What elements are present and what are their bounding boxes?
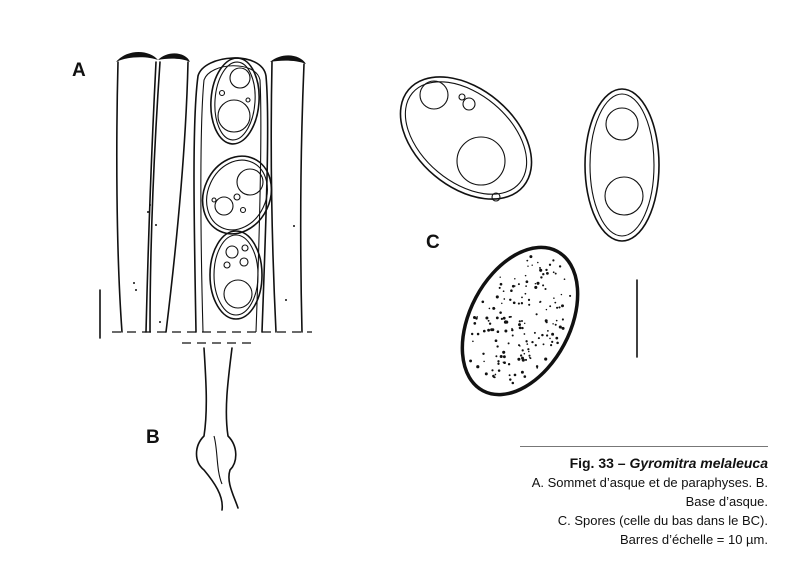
paraphysis-right — [270, 55, 306, 333]
figure-caption: Fig. 33 – Gyromitra melaleuca A. Sommet … — [520, 446, 768, 549]
spore-c-right — [584, 88, 660, 242]
caption-title: Fig. 33 – Gyromitra melaleuca — [520, 453, 768, 473]
spore-c-bottom — [460, 245, 580, 397]
caption-line-3: Barres d’échelle = 10 µm. — [619, 532, 768, 547]
spore-in-ascus-3 — [209, 230, 263, 320]
ascus-base — [182, 342, 252, 511]
caption-line-1: A. Sommet d’asque et de paraphyses. B. B… — [531, 475, 768, 509]
spore-in-ascus-1 — [210, 57, 260, 145]
spore-in-ascus-2 — [201, 155, 273, 235]
spore-c-left — [399, 76, 533, 202]
species-name: Gyromitra melaleuca — [629, 455, 768, 471]
paraphysis-left — [116, 52, 158, 333]
paraphysis-center-left — [149, 53, 190, 333]
caption-line-2: C. Spores (celle du bas dans le BC). — [557, 513, 768, 528]
panel-label-c: C — [426, 232, 440, 253]
figure-number: Fig. 33 – — [569, 455, 626, 471]
panel-label-b: B — [146, 427, 160, 448]
caption-rule — [520, 446, 768, 447]
panel-label-a: A — [72, 60, 86, 81]
